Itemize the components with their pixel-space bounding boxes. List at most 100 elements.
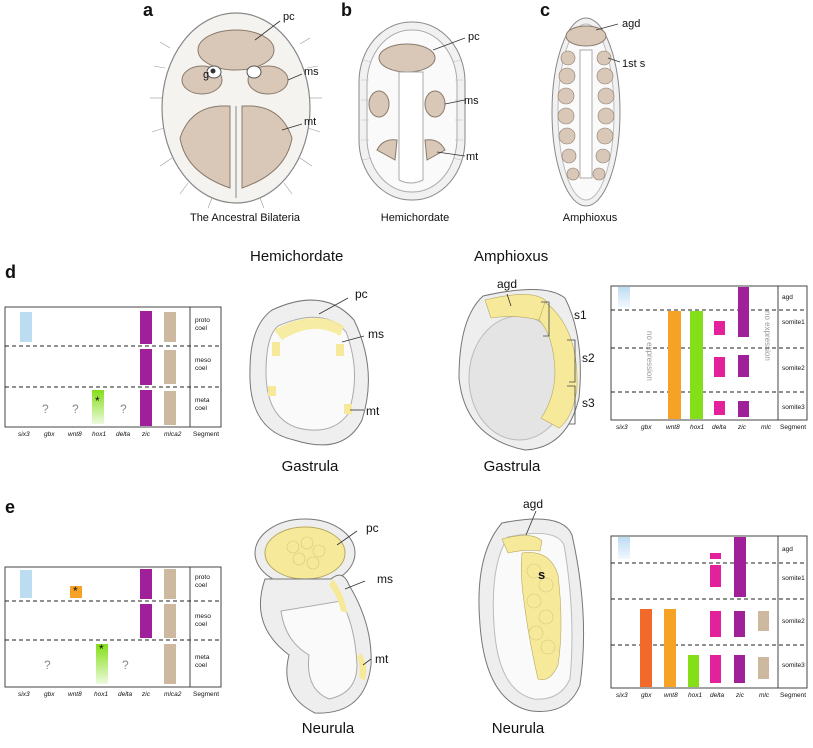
stage-hemi-neurula: Neurula: [301, 720, 355, 737]
stage-amph-gastrula: Gastrula: [483, 458, 541, 475]
label-mt-d: mt: [366, 404, 380, 418]
amphioxus-drawing: [551, 17, 621, 207]
label-ms-b: ms: [464, 95, 479, 107]
caption-c: Amphioxus: [562, 212, 618, 224]
caption-a: The Ancestral Bilateria: [189, 212, 301, 224]
gene-mlc-ae: mlc: [759, 692, 770, 699]
gene-hox1-e: hox1: [94, 691, 109, 698]
label-ms-d: ms: [368, 327, 384, 341]
hemichordate-gastrula-drawing: [249, 297, 369, 446]
label-agd-d: agd: [497, 277, 518, 291]
label-mt-b: mt: [466, 151, 479, 163]
stage-hemi-gastrula: Gastrula: [281, 458, 339, 475]
gene-hox1-d: hox1: [690, 424, 705, 431]
amph-expression-table-gastrula: [610, 285, 808, 421]
gene-hox1: hox1: [92, 431, 107, 438]
gene-wnt8-d: wnt8: [666, 424, 680, 431]
segment-header: Segment: [193, 431, 220, 438]
label-agd-e: agd: [523, 497, 544, 511]
panel-letter-b: b: [341, 0, 352, 20]
asterisk-hox1: *: [95, 394, 100, 408]
row-label-agd: agd: [782, 294, 793, 301]
row-label-agd-e: agd: [782, 546, 793, 553]
label-agd-c: agd: [622, 18, 641, 30]
gene-wnt8-e: wnt8: [68, 691, 82, 698]
row-label-somite3: somite3: [782, 404, 805, 411]
label-pc-b: pc: [468, 31, 480, 43]
hemichordate-drawing: [358, 21, 466, 201]
label-g-a: g: [203, 69, 210, 81]
no-expression-gbx: no expression: [645, 331, 654, 381]
label-1st-s-c: 1st s: [622, 58, 646, 70]
hemi-expression-table-neurula: [4, 566, 222, 688]
gene-six3-d: six3: [616, 424, 628, 431]
question-delta-e: ?: [122, 658, 129, 672]
gene-gbx-e: gbx: [44, 691, 55, 698]
stage-amph-neurula: Neurula: [491, 720, 545, 737]
gene-six3-ae: six3: [616, 692, 628, 699]
gene-zic: zic: [142, 431, 150, 438]
asterisk-hox1-e: *: [99, 642, 104, 656]
row-label-somite2: somite2: [782, 365, 805, 372]
question-gbx-e: ?: [44, 658, 51, 672]
gene-wnt8: wnt8: [68, 431, 82, 438]
amph-expression-table-neurula: [610, 535, 808, 689]
row-label-somite1: somite1: [782, 319, 805, 326]
label-s-e: s: [538, 567, 546, 582]
gene-delta-d: delta: [712, 424, 727, 431]
row-label-somite3-e: somite3: [782, 662, 805, 669]
gene-gbx: gbx: [44, 431, 55, 438]
gene-gbx-d: gbx: [641, 424, 652, 431]
no-expression-mlc: no expression: [763, 311, 772, 361]
gene-mlca2-e: mlca2: [164, 691, 182, 698]
amphioxus-neurula-drawing: [478, 510, 585, 712]
label-mt-e: mt: [375, 652, 389, 666]
segment-header-amph-e: Segment: [780, 692, 807, 699]
question-delta: ?: [120, 402, 127, 416]
amphioxus-title: Amphioxus: [474, 248, 549, 265]
gene-zic-e: zic: [142, 691, 150, 698]
gene-zic-d: zic: [738, 424, 746, 431]
amph-table-gastrula-labels: agd somite1 somite2 somite3 no expressio…: [610, 285, 810, 435]
question-gbx: ?: [42, 402, 49, 416]
hemi-expression-table-gastrula: [4, 306, 222, 428]
hemichordate-title: Hemichordate: [250, 248, 344, 265]
gene-delta: delta: [116, 431, 131, 438]
panel-letter-d: d: [5, 262, 16, 282]
row-label-somite2-e: somite2: [782, 618, 805, 625]
label-ms-a: ms: [304, 66, 319, 78]
hemichordate-neurula-drawing: [254, 518, 372, 714]
gene-mlca2: mlca2: [164, 431, 182, 438]
gene-six3-e: six3: [18, 691, 30, 698]
gene-delta-e: delta: [118, 691, 133, 698]
panel-letter-e: e: [5, 497, 16, 517]
label-s2-d: s2: [582, 351, 595, 365]
panel-letter-a: a: [143, 0, 154, 20]
label-s3-d: s3: [582, 396, 595, 410]
label-mt-a: mt: [304, 116, 317, 128]
label-pc-e: pc: [366, 521, 379, 535]
amphioxus-gastrula-drawing: [458, 289, 581, 451]
gene-six3: six3: [18, 431, 30, 438]
gene-hox1-ae: hox1: [688, 692, 703, 699]
gene-gbx-ae: gbx: [641, 692, 652, 699]
label-s1-d: s1: [574, 308, 587, 322]
label-pc-d: pc: [355, 287, 368, 301]
label-ms-e: ms: [377, 572, 393, 586]
panel-letter-c: c: [540, 0, 551, 20]
gene-mlc-d: mlc: [761, 424, 772, 431]
label-pc-a: pc: [283, 11, 295, 23]
gene-wnt8-ae: wnt8: [664, 692, 678, 699]
caption-b: Hemichordate: [380, 212, 450, 224]
asterisk-wnt8-e: *: [73, 584, 78, 598]
gene-zic-ae: zic: [736, 692, 744, 699]
segment-header-amph-d: Segment: [780, 424, 807, 431]
